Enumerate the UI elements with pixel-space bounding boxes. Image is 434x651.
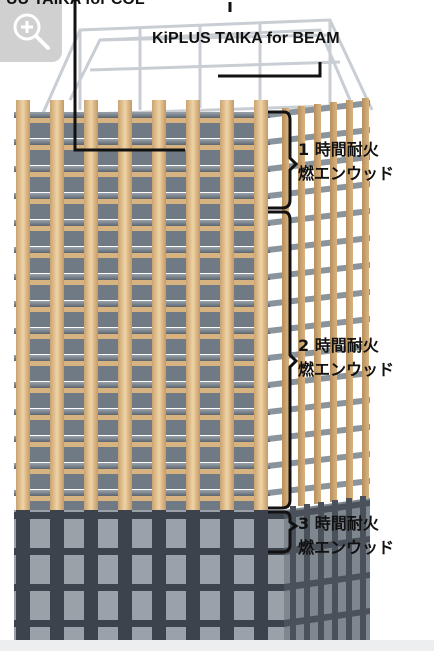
floor-slab — [14, 436, 270, 442]
timber-beam — [16, 199, 268, 204]
timber-beam — [16, 361, 268, 366]
timber-beam — [16, 415, 268, 420]
side-column — [330, 102, 337, 502]
leader-lines — [73, 0, 322, 554]
steel-beam — [14, 584, 284, 591]
steel-side-column — [290, 506, 296, 651]
tier-3-label: 3 時間耐火 燃エンウッド — [298, 512, 394, 560]
floor-slab — [14, 220, 270, 226]
floor-slab — [14, 301, 270, 307]
zoom-button[interactable] — [0, 0, 62, 62]
floor-slab — [14, 382, 270, 388]
timber-beam — [16, 253, 268, 258]
timber-beam — [16, 469, 268, 474]
floor-slab — [14, 355, 270, 361]
steel-column — [186, 510, 200, 651]
timber-beam — [16, 496, 268, 501]
steel-base — [0, 496, 434, 651]
timber-column — [16, 100, 30, 510]
steel-side-column — [332, 500, 338, 645]
timber-beam — [16, 388, 268, 393]
timber-column — [118, 100, 132, 510]
tier-3-rating: 3 時間耐火 — [298, 514, 379, 533]
timber-structure — [14, 98, 370, 516]
timber-column — [50, 100, 64, 510]
timber-beam — [16, 172, 268, 177]
tier-2-label: 2 時間耐火 燃エンウッド — [298, 334, 394, 382]
timber-beam — [16, 118, 268, 123]
column-product-label: UU TAIKA for COL — [6, 0, 145, 9]
tier-1-label: 1 時間耐火 燃エンウッド — [298, 138, 394, 186]
timber-column — [152, 100, 166, 510]
steel-side-column — [318, 502, 324, 647]
side-column — [298, 106, 305, 506]
beam-product-label: KiPLUS TAIKA for BEAM — [152, 30, 340, 47]
steel-beam — [14, 620, 284, 627]
timber-column — [220, 100, 234, 510]
timber-beam — [16, 334, 268, 339]
steel-column — [16, 510, 30, 651]
side-column — [346, 100, 353, 500]
tier-1-product: 燃エンウッド — [298, 164, 395, 183]
timber-beam — [16, 307, 268, 312]
tier-2-product: 燃エンウッド — [298, 360, 395, 379]
timber-beam — [16, 442, 268, 447]
floor-slab — [14, 112, 270, 118]
floor-slab — [14, 409, 270, 415]
steel-beam — [14, 548, 284, 555]
steel-column — [118, 510, 132, 651]
steel-beam — [14, 512, 284, 519]
floor-slab — [14, 463, 270, 469]
steel-column — [84, 510, 98, 651]
tier-3-product: 燃エンウッド — [298, 538, 395, 557]
steel-column — [254, 510, 268, 651]
timber-column — [84, 100, 98, 510]
side-column — [314, 104, 321, 504]
floor-slab — [14, 139, 270, 145]
steel-side-column — [304, 504, 310, 649]
steel-column — [50, 510, 64, 651]
floor-slab — [14, 328, 270, 334]
side-column — [282, 108, 289, 508]
steel-side-column — [360, 496, 366, 641]
timber-beam — [16, 280, 268, 285]
floor-slab — [14, 490, 270, 496]
steel-column — [220, 510, 234, 651]
floor-slab — [14, 274, 270, 280]
steel-side-column — [346, 498, 352, 643]
timber-column — [254, 100, 268, 510]
side-column — [362, 98, 369, 498]
timber-beam — [16, 226, 268, 231]
timber-column — [186, 100, 200, 510]
floor-slab — [14, 193, 270, 199]
tier-2-rating: 2 時間耐火 — [298, 336, 379, 355]
zoom-in-icon — [13, 13, 50, 50]
steel-column — [152, 510, 166, 651]
floor-slab — [14, 247, 270, 253]
timber-beam — [16, 145, 268, 150]
tier-1-rating: 1 時間耐火 — [298, 140, 379, 159]
floor-slab — [14, 166, 270, 172]
ground — [0, 640, 434, 651]
